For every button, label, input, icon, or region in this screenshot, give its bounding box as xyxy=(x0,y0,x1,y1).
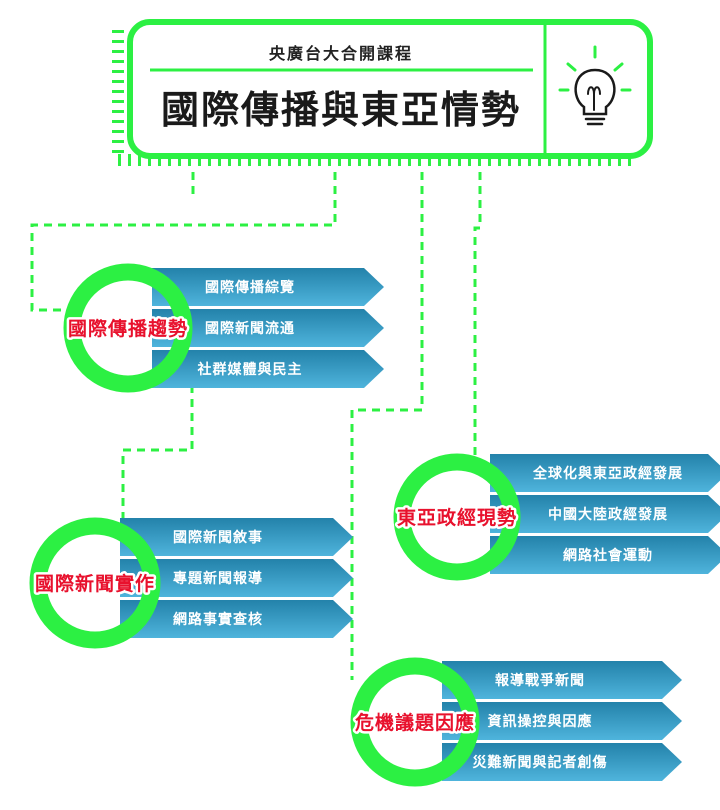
header: 央廣台大合開課程 國際傳播與東亞情勢 xyxy=(112,19,653,166)
topic-trends-item-3: 社群媒體與民主 xyxy=(197,361,303,378)
topic-trends-ribbon-2 xyxy=(152,309,384,347)
topic-trends-label: 國際傳播趨勢 xyxy=(68,317,188,340)
topic-crisis-ring xyxy=(350,657,480,787)
connector-lines xyxy=(30,172,482,680)
topic-crisis-ribbon-2 xyxy=(442,702,682,740)
topic-trends-item-2: 國際新聞流通 xyxy=(205,320,295,337)
lightbulb-icon xyxy=(558,45,632,126)
topic-crisis-ribbon-3 xyxy=(442,743,682,781)
topic-east-asia-ribbon-3 xyxy=(490,536,720,574)
header-hatch-frame xyxy=(112,30,632,166)
topic-practice-item-3: 網路事實查核 xyxy=(173,611,263,628)
header-box xyxy=(127,19,653,159)
topic-east-asia-ribbon-2 xyxy=(490,495,720,533)
connector-trends xyxy=(30,172,337,312)
topic-east-asia-item-2: 中國大陸政經發展 xyxy=(548,506,668,523)
connector-crisis xyxy=(350,172,424,680)
topic-east-asia-ring xyxy=(393,453,521,581)
topic-practice-label: 國際新聞實作 xyxy=(35,572,155,595)
topic-crisis-item-2: 資訊操控與因應 xyxy=(488,713,593,730)
topic-practice-item-2: 專題新聞報導 xyxy=(173,570,263,587)
topic-trends-item-1: 國際傳播綜覽 xyxy=(205,279,295,296)
topic-practice-ring xyxy=(29,517,161,649)
topic-trends-ribbon-3 xyxy=(152,350,384,388)
topic-crisis-label: 危機議題因應 xyxy=(355,711,475,734)
topic-trends-ribbon-1 xyxy=(152,268,384,306)
header-title: 國際傳播與東亞情勢 xyxy=(161,88,521,132)
topic-practice-ribbon-2 xyxy=(120,559,353,597)
topic-practice-item-1: 國際新聞敘事 xyxy=(173,529,263,546)
topic-crisis-ribbon-1 xyxy=(442,661,682,699)
topic-crisis-item-3: 災難新聞與記者創傷 xyxy=(473,754,608,771)
topic-practice-ribbon-3 xyxy=(120,600,353,638)
topic-east-asia-label: 東亞政經現勢 xyxy=(397,506,517,529)
topic-east-asia-item-1: 全球化與東亞政經發展 xyxy=(532,465,683,482)
header-subtitle: 央廣台大合開課程 xyxy=(269,44,413,63)
topic-east-asia-ribbon-1 xyxy=(490,454,720,492)
topic-practice-ribbon-1 xyxy=(120,518,353,556)
topic-trends-ring xyxy=(63,263,193,393)
connector-east-asia xyxy=(473,172,482,455)
connector-practice xyxy=(121,385,194,520)
topic-east-asia-item-3: 網路社會運動 xyxy=(563,547,653,564)
topic-crisis-item-1: 報導戰爭新聞 xyxy=(495,672,585,689)
